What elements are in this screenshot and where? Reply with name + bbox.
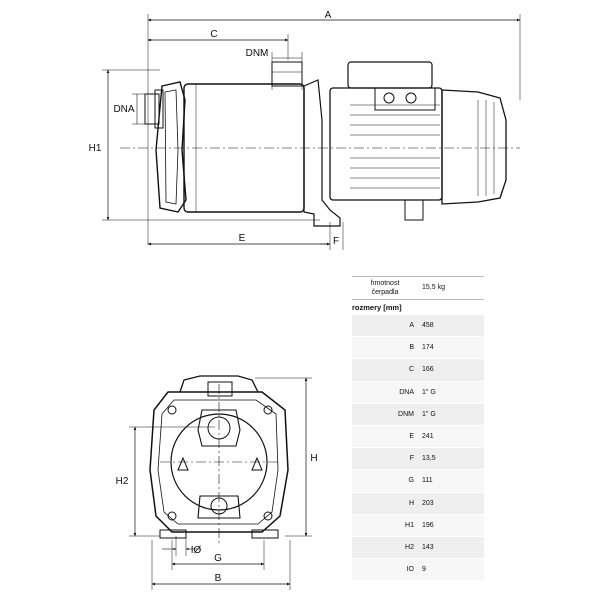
table-row: IO 9 xyxy=(352,558,484,581)
side-view xyxy=(102,14,521,250)
table-row: F 13,5 xyxy=(352,447,484,470)
dimension-key: H2 xyxy=(405,543,414,551)
dimension-value: 111 xyxy=(422,477,433,485)
dimension-value: 196 xyxy=(422,521,434,529)
dimension-key: DNA xyxy=(399,388,414,396)
label-B: B xyxy=(215,573,222,584)
dimension-value: 1" G xyxy=(422,410,436,418)
label-H1: H1 xyxy=(89,143,102,154)
weight-row: hmotnost čerpadla 15,5 kg xyxy=(352,276,484,300)
dimension-value: 203 xyxy=(422,499,434,507)
dimensions-header: rozmery [mm] xyxy=(352,303,402,312)
dimension-key: H1 xyxy=(405,521,414,529)
dimension-key: G xyxy=(408,477,414,485)
dimension-value: 166 xyxy=(422,366,434,374)
table-row: DNM 1" G xyxy=(352,402,484,425)
table-row: C 166 xyxy=(352,358,484,381)
front-view xyxy=(129,375,312,590)
dimension-key: A xyxy=(409,322,414,330)
label-H: H xyxy=(310,453,317,464)
dimension-key: B xyxy=(409,344,414,352)
table-row: B 174 xyxy=(352,336,484,359)
table-row: DNA 1" G xyxy=(352,380,484,403)
dimension-key: H xyxy=(408,499,414,507)
label-C: C xyxy=(210,29,217,40)
label-DNA: DNA xyxy=(113,104,134,115)
dimension-key: IO xyxy=(406,566,414,574)
weight-value: 15,5 kg xyxy=(422,284,445,291)
dimension-value: 1" G xyxy=(422,388,436,396)
label-H2: H2 xyxy=(116,476,129,487)
dimension-key: E xyxy=(409,433,414,441)
label-G: G xyxy=(214,553,222,564)
dimension-value: 174 xyxy=(422,344,434,352)
table-row: G 111 xyxy=(352,469,484,492)
label-F: F xyxy=(333,236,339,247)
dimension-value: 458 xyxy=(422,322,434,330)
dimension-value: 13,5 xyxy=(422,455,436,463)
table-row: H2 143 xyxy=(352,535,484,559)
dimension-labels: A C DNM DNA H1 E F H H2 IØ G B xyxy=(89,10,339,584)
weight-label: hmotnost čerpadla xyxy=(370,280,400,296)
dimension-key: DNM xyxy=(398,410,414,418)
dimension-key: F xyxy=(409,455,414,463)
dimension-value: 241 xyxy=(422,433,434,441)
dimension-value: 143 xyxy=(422,543,434,551)
dimension-value: 9 xyxy=(422,566,426,574)
table-row: A 458 xyxy=(352,314,484,337)
table-row: H1 196 xyxy=(352,513,484,536)
table-row: E 241 xyxy=(352,424,484,448)
label-A: A xyxy=(325,10,332,21)
label-DNM: DNM xyxy=(246,48,269,59)
dimension-key: C xyxy=(408,366,414,374)
label-IO: IØ xyxy=(191,545,202,556)
label-E: E xyxy=(239,233,246,244)
dimensions-table: hmotnost čerpadla 15,5 kg rozmery [mm] A… xyxy=(352,276,484,581)
table-row: H 203 xyxy=(352,491,484,514)
